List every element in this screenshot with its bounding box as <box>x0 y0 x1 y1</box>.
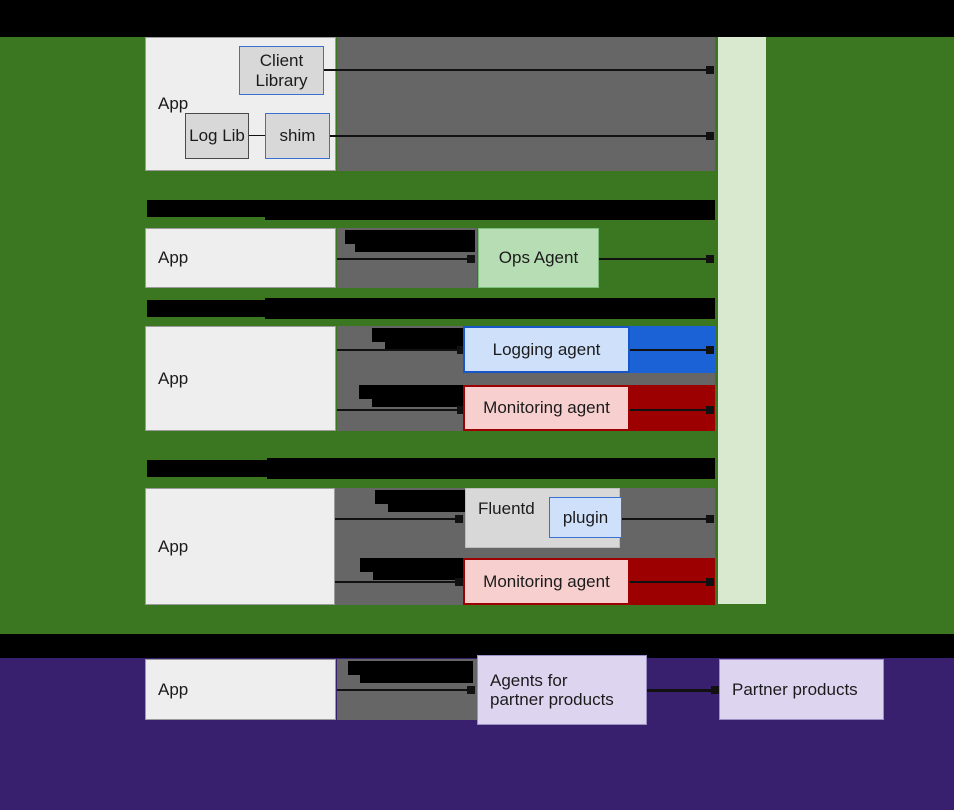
logging-agent-out-arrowhead <box>706 346 714 354</box>
redaction-arrow-label-3a <box>359 385 467 399</box>
ops-agent-label: Ops Agent <box>498 248 579 268</box>
redaction-arrow-label-1a <box>345 230 475 244</box>
row4-app-to-monitoring-arrow <box>335 581 459 583</box>
monitoring-agent-box-2[interactable]: Monitoring agent <box>463 558 630 605</box>
client-library-arrowhead <box>706 66 714 74</box>
monitoring-agent-2-out-arrowhead <box>706 578 714 586</box>
shim-arrowhead <box>706 132 714 140</box>
redaction-section-4-left <box>0 634 147 658</box>
partner-products-label: Partner products <box>732 679 858 699</box>
monitoring-agent-out-arrow <box>630 409 710 411</box>
redaction-arrow-label-4a <box>375 490 465 504</box>
redaction-section-1-right <box>265 200 715 220</box>
shim-arrow <box>330 135 710 137</box>
redaction-section-3-right <box>267 458 715 479</box>
row4-app-to-fluentd-arrowhead <box>455 515 463 523</box>
row3-app-to-monitoring-arrowhead <box>457 406 465 414</box>
redaction-section-2-left <box>147 300 267 317</box>
logging-agent-label: Logging agent <box>492 339 601 359</box>
monitoring-agent-label: Monitoring agent <box>483 398 610 418</box>
shim-box[interactable]: shim <box>265 113 330 159</box>
row5-app-to-agents-arrow <box>337 689 471 691</box>
row5-app-to-agents-arrowhead <box>467 686 475 694</box>
loglib-shim-connector <box>249 135 265 136</box>
logging-agent-box[interactable]: Logging agent <box>463 326 630 373</box>
monitoring-agent-2-out-arrow <box>630 581 710 583</box>
plugin-label: plugin <box>562 507 609 527</box>
top-black-band <box>0 0 954 37</box>
redaction-arrow-label-4b <box>388 504 465 512</box>
partner-products-box[interactable]: Partner products <box>719 659 884 720</box>
agents-to-partner-arrow <box>647 689 715 692</box>
row3-app-to-logging-arrowhead <box>457 346 465 354</box>
plugin-box[interactable]: plugin <box>549 497 622 538</box>
redaction-section-2-right <box>265 298 715 319</box>
ops-agent-out-arrowhead <box>706 255 714 263</box>
plugin-out-arrowhead <box>706 515 714 523</box>
agents-for-partner-products-label: Agents for partner products <box>490 670 614 709</box>
row5-app-box[interactable]: App <box>145 659 336 720</box>
redaction-arrow-label-6a <box>348 661 473 675</box>
log-lib-box[interactable]: Log Lib <box>185 113 249 159</box>
row1-app-label: App <box>158 94 189 114</box>
redaction-section-3-left <box>147 460 269 477</box>
row1-gray-overlay <box>337 37 715 171</box>
agents-for-partner-products-box[interactable]: Agents for partner products <box>477 655 647 725</box>
redaction-arrow-label-2a <box>372 328 467 342</box>
row2-app-box[interactable]: App <box>145 228 336 288</box>
monitoring-agent-2-label: Monitoring agent <box>483 571 610 591</box>
row4-app-to-monitoring-arrowhead <box>455 578 463 586</box>
redaction-arrow-label-5a <box>360 558 465 572</box>
fluentd-label: Fluentd <box>478 499 535 518</box>
row2-app-label: App <box>158 248 189 268</box>
row2-app-to-ops-arrow <box>337 258 471 260</box>
logging-agent-out-arrow <box>630 349 710 351</box>
agents-to-partner-arrowhead <box>711 686 719 694</box>
plugin-out-arrow <box>622 518 710 520</box>
client-library-label: Client Library <box>255 51 308 90</box>
row3-app-to-logging-arrow <box>337 349 461 351</box>
redaction-arrow-label-3b <box>372 399 467 407</box>
row3-app-to-monitoring-arrow <box>337 409 461 411</box>
row2-app-to-ops-arrowhead <box>467 255 475 263</box>
redaction-section-1-left <box>147 200 267 217</box>
log-lib-label: Log Lib <box>189 126 245 146</box>
row3-app-label: App <box>158 368 189 388</box>
redaction-arrow-label-6b <box>360 675 473 683</box>
row3-red-destination <box>630 385 715 431</box>
destination-strip <box>718 37 766 604</box>
row4-app-label: App <box>158 536 189 556</box>
row5-app-label: App <box>158 679 189 699</box>
redaction-arrow-label-2b <box>385 342 467 350</box>
redaction-arrow-label-5b <box>373 572 465 580</box>
shim-label: shim <box>279 126 316 146</box>
monitoring-agent-box[interactable]: Monitoring agent <box>463 385 630 431</box>
ops-agent-out-arrow <box>599 258 710 260</box>
redaction-section-4-right <box>147 637 954 658</box>
row3-app-box[interactable]: App <box>145 326 336 431</box>
row4-app-box[interactable]: App <box>145 488 335 605</box>
redaction-arrow-label-1b <box>355 244 475 252</box>
client-library-arrow <box>324 69 710 71</box>
row4-app-to-fluentd-arrow <box>335 518 459 520</box>
client-library-box[interactable]: Client Library <box>239 46 324 95</box>
monitoring-agent-out-arrowhead <box>706 406 714 414</box>
ops-agent-box[interactable]: Ops Agent <box>478 228 599 288</box>
